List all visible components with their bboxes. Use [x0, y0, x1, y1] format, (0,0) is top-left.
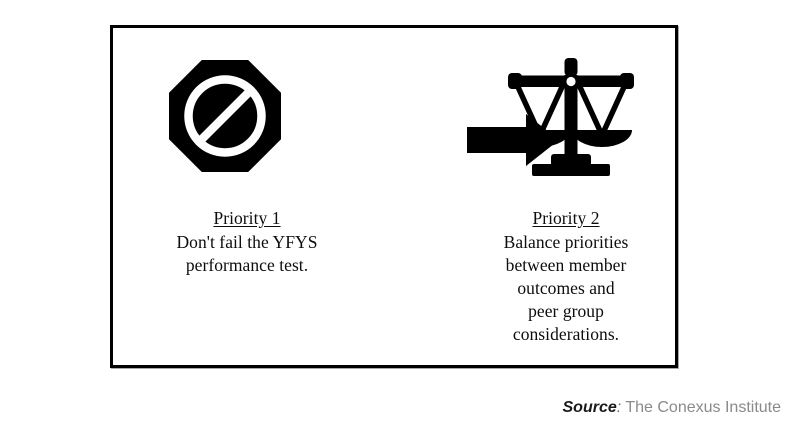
source-attribution: Source: The Conexus Institute [0, 399, 782, 417]
source-separator: : [616, 399, 622, 416]
priority-1-heading: Priority 1 [213, 208, 281, 228]
source-organization: The Conexus Institute [625, 399, 781, 416]
priority-2-line-2: between member [505, 255, 627, 276]
stage-priority-1: Priority 1 Don't fail the YFYS performan… [121, 28, 373, 365]
priority-2-caption: Priority 2 Balance priorities between me… [457, 207, 675, 347]
source-label: Source [562, 399, 617, 416]
balance-scales-icon [505, 58, 637, 176]
priority-2-line-3: outcomes and [517, 278, 615, 299]
priority-1-line-2: performance test. [185, 255, 309, 276]
priority-1-line-1: Don't fail the YFYS [176, 232, 318, 253]
priority-2-heading: Priority 2 [532, 208, 600, 228]
prohibition-octagon-icon [169, 60, 281, 172]
priority-1-icon-stage [121, 32, 373, 192]
figure-border-box: Priority 1 Don't fail the YFYS performan… [110, 25, 678, 368]
priority-2-icon-stage [457, 32, 675, 192]
priority-2-line-1: Balance priorities [503, 232, 629, 253]
stage-priority-2: Priority 2 Balance priorities between me… [457, 28, 675, 365]
priority-2-line-4: peer group [528, 301, 604, 322]
priority-2-line-5: considerations. [512, 324, 620, 345]
priority-1-caption: Priority 1 Don't fail the YFYS performan… [121, 207, 373, 277]
